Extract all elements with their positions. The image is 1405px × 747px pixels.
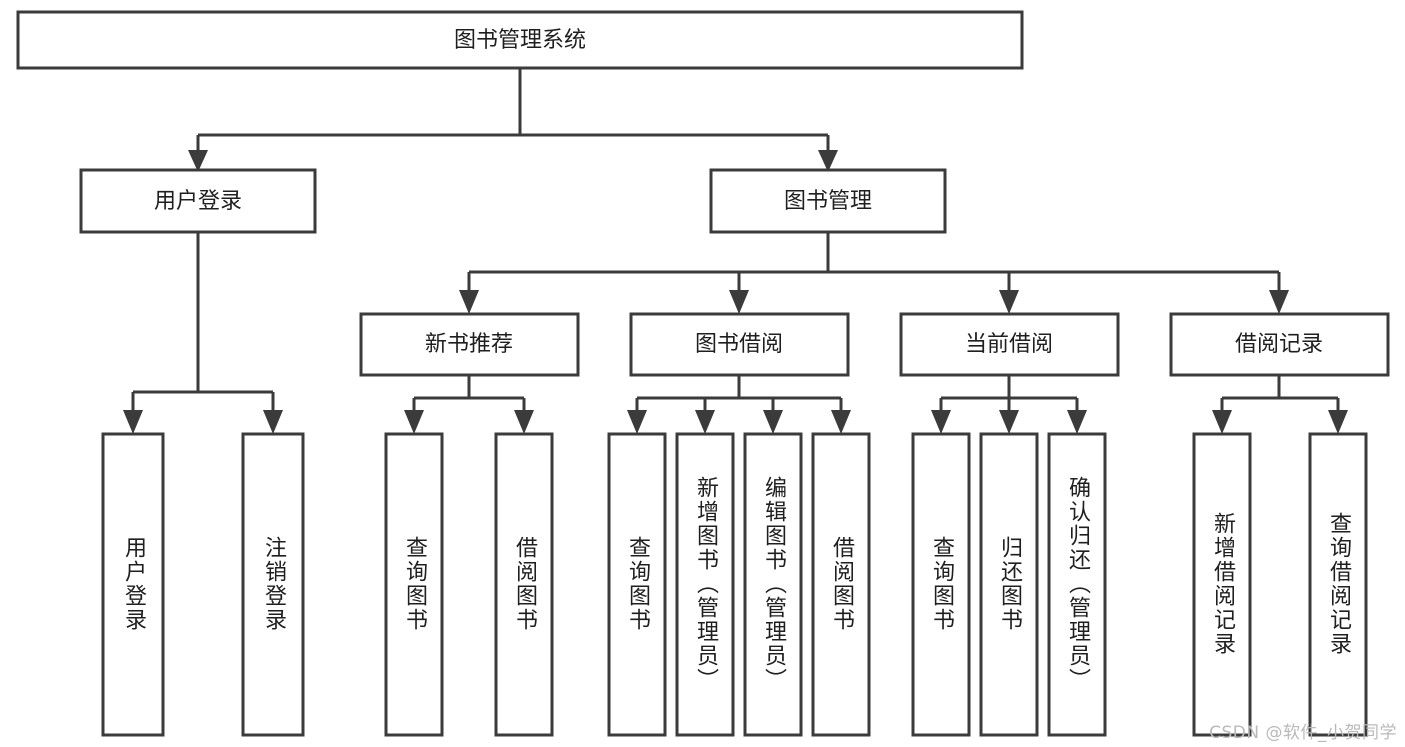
leaf-record-add-record[interactable]: 新增借阅记录 xyxy=(1192,432,1252,737)
leaf-newbook-query-book-label: 查询图书 xyxy=(402,536,428,632)
node-root-book-management-system[interactable]: 图书管理系统 xyxy=(16,10,1024,70)
leaf-newbook-query-book[interactable]: 查询图书 xyxy=(384,432,444,737)
node-current-borrow-box[interactable] xyxy=(899,312,1120,377)
arrow-record-leaf-2 xyxy=(1328,410,1348,434)
leaf-record-add-record-box[interactable] xyxy=(1192,432,1252,737)
arrow-borrow-leaf-3 xyxy=(763,410,783,434)
arrow-bookmgmt-to-record xyxy=(1269,290,1289,314)
leaf-current-confirm-return-admin[interactable]: 确认归还（管理员） xyxy=(1047,432,1107,737)
leaf-current-return-book[interactable]: 归还图书 xyxy=(979,432,1039,737)
node-book-management-box[interactable] xyxy=(709,168,947,234)
leaf-user-login-box[interactable] xyxy=(101,432,165,737)
leaf-current-confirm-return-admin-label: 确认归还（管理员） xyxy=(1065,476,1091,692)
arrow-record-leaf-1 xyxy=(1212,410,1232,434)
arrow-bookmgmt-to-newbook xyxy=(459,290,479,314)
node-user-login-box[interactable] xyxy=(79,168,317,234)
arrow-current-leaf-3 xyxy=(1067,410,1087,434)
connector-layer xyxy=(123,68,1348,434)
leaf-current-confirm-return-admin-box[interactable] xyxy=(1047,432,1107,737)
leaf-borrow-add-book-admin[interactable]: 新增图书（管理员） xyxy=(675,432,735,737)
leaf-logout[interactable]: 注销登录 xyxy=(241,432,305,737)
arrow-login-leaf-2 xyxy=(263,410,283,434)
leaf-borrow-query-book-box[interactable] xyxy=(607,432,667,737)
node-current-borrow[interactable]: 当前借阅 xyxy=(899,312,1120,377)
arrow-borrow-leaf-1 xyxy=(627,410,647,434)
leaf-current-query-book-label: 查询图书 xyxy=(929,536,955,632)
leaf-newbook-query-book-box[interactable] xyxy=(384,432,444,737)
leaf-newbook-borrow-book-box[interactable] xyxy=(494,432,554,737)
leaf-borrow-edit-book-admin-box[interactable] xyxy=(743,432,803,737)
arrow-root-to-bookmgmt xyxy=(818,150,838,172)
node-new-book-recommend[interactable]: 新书推荐 xyxy=(359,312,580,377)
node-book-management-label: 图书管理 xyxy=(784,189,872,214)
leaf-borrow-borrow-book-box[interactable] xyxy=(811,432,871,737)
node-root-box[interactable] xyxy=(16,10,1024,70)
arrow-login-leaf-1 xyxy=(123,410,143,434)
leaf-newbook-borrow-book-label: 借阅图书 xyxy=(512,536,538,632)
leaf-borrow-borrow-book-label: 借阅图书 xyxy=(829,536,855,632)
node-borrow-record-box[interactable] xyxy=(1169,312,1390,377)
node-book-borrow-box[interactable] xyxy=(629,312,850,377)
leaf-record-query-record-label: 查询借阅记录 xyxy=(1326,512,1352,656)
leaf-borrow-add-book-admin-label: 新增图书（管理员） xyxy=(693,476,719,692)
arrow-current-leaf-1 xyxy=(931,410,951,434)
leaf-borrow-edit-book-admin[interactable]: 编辑图书（管理员） xyxy=(743,432,803,737)
leaf-current-query-book-box[interactable] xyxy=(911,432,971,737)
leaf-logout-box[interactable] xyxy=(241,432,305,737)
leaf-borrow-borrow-book[interactable]: 借阅图书 xyxy=(811,432,871,737)
node-current-borrow-label: 当前借阅 xyxy=(965,332,1053,357)
arrow-bookmgmt-to-borrow xyxy=(729,290,749,314)
leaf-user-login[interactable]: 用户登录 xyxy=(101,432,165,737)
arrow-newbook-leaf-2 xyxy=(514,410,534,434)
arrow-bookmgmt-to-current xyxy=(999,290,1019,314)
node-new-book-recommend-label: 新书推荐 xyxy=(425,332,513,357)
arrow-root-to-login xyxy=(188,150,208,172)
leaf-record-query-record-box[interactable] xyxy=(1308,432,1368,737)
arrow-borrow-leaf-4 xyxy=(831,410,851,434)
node-book-borrow-label: 图书借阅 xyxy=(695,332,783,357)
arrow-newbook-leaf-1 xyxy=(404,410,424,434)
leaf-borrow-add-book-admin-box[interactable] xyxy=(675,432,735,737)
leaf-current-query-book[interactable]: 查询图书 xyxy=(911,432,971,737)
node-new-book-recommend-box[interactable] xyxy=(359,312,580,377)
leaf-borrow-query-book[interactable]: 查询图书 xyxy=(607,432,667,737)
node-user-login[interactable]: 用户登录 xyxy=(79,168,317,234)
leaf-user-login-label: 用户登录 xyxy=(121,536,147,632)
leaf-record-query-record[interactable]: 查询借阅记录 xyxy=(1308,432,1368,737)
leaf-current-return-book-label: 归还图书 xyxy=(997,536,1023,632)
node-borrow-record-label: 借阅记录 xyxy=(1235,332,1323,357)
node-user-login-label: 用户登录 xyxy=(154,189,242,214)
leaf-newbook-borrow-book[interactable]: 借阅图书 xyxy=(494,432,554,737)
arrow-borrow-leaf-2 xyxy=(695,410,715,434)
node-root-label: 图书管理系统 xyxy=(454,28,586,53)
leaf-borrow-query-book-label: 查询图书 xyxy=(625,536,651,632)
node-book-borrow[interactable]: 图书借阅 xyxy=(629,312,850,377)
leaf-borrow-edit-book-admin-label: 编辑图书（管理员） xyxy=(761,476,787,692)
leaf-logout-label: 注销登录 xyxy=(261,536,287,632)
node-borrow-record[interactable]: 借阅记录 xyxy=(1169,312,1390,377)
arrow-current-leaf-2 xyxy=(999,410,1019,434)
leaf-record-add-record-label: 新增借阅记录 xyxy=(1210,512,1236,656)
node-book-management[interactable]: 图书管理 xyxy=(709,168,947,234)
leaf-current-return-book-box[interactable] xyxy=(979,432,1039,737)
